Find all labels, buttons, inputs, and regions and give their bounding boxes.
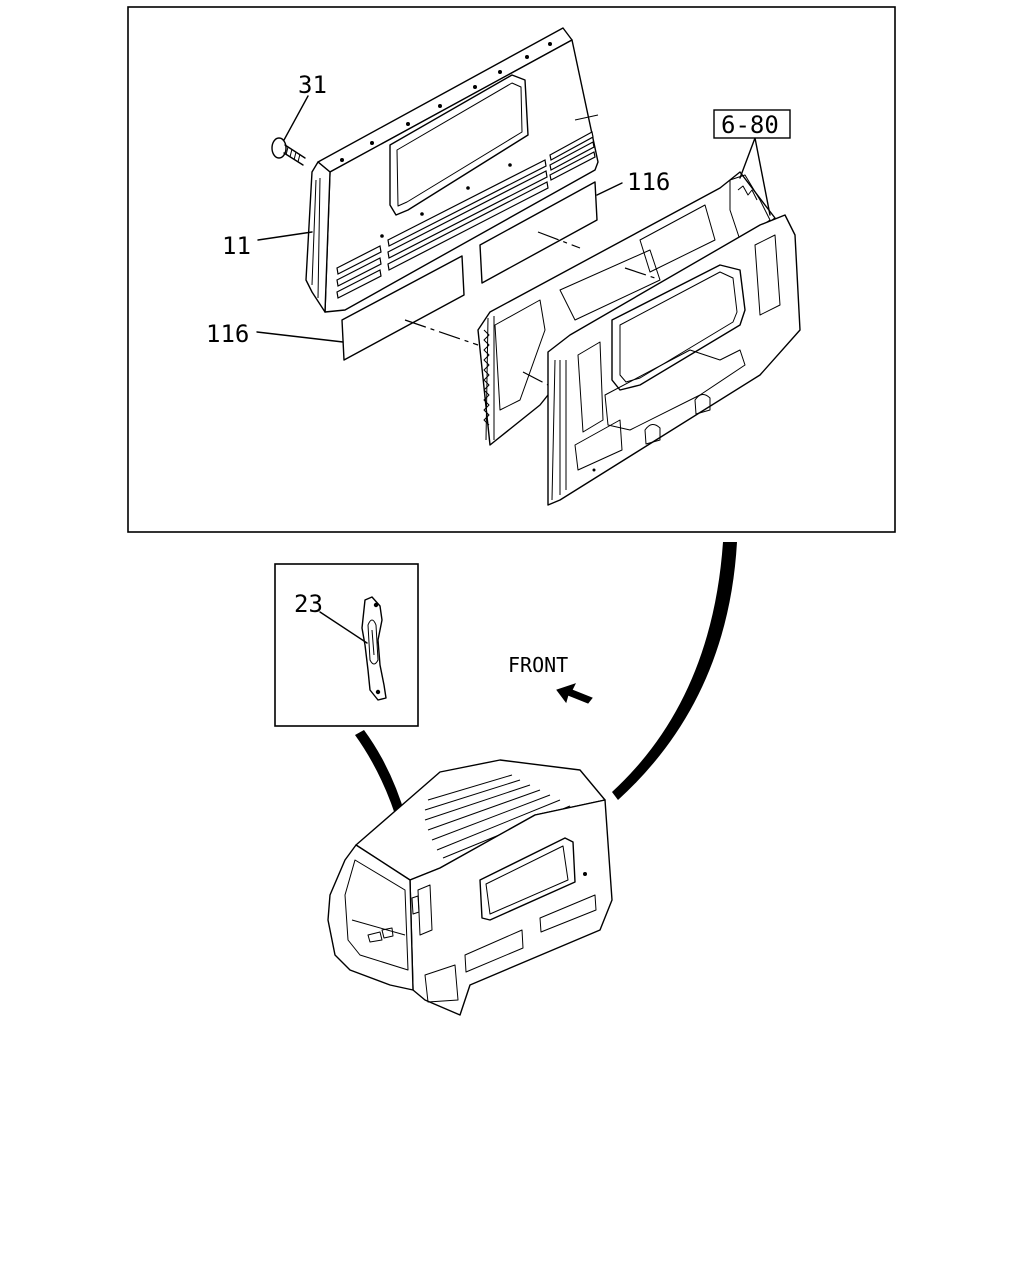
front-arrow-icon — [556, 683, 593, 704]
callout-pad-lower: 116 — [206, 320, 249, 348]
vents-upper — [549, 131, 596, 181]
leader-pad-upper — [596, 182, 623, 196]
leader-trim-panel — [257, 231, 313, 241]
callout-trim-panel: 11 — [222, 232, 251, 260]
leader-reference — [739, 137, 771, 216]
cab-overview — [327, 759, 613, 1016]
alignment-line-2 — [537, 231, 581, 249]
detail-frame-main — [127, 6, 896, 533]
leader-clip — [319, 611, 368, 644]
detail-frame-clip — [274, 563, 419, 727]
front-label: FRONT — [508, 653, 568, 677]
callout-bolt: 31 — [298, 71, 327, 99]
clip-part — [361, 596, 387, 701]
reference-box — [713, 109, 791, 139]
vents-lower — [336, 245, 382, 299]
alignment-line-3 — [624, 267, 656, 279]
alignment-line-4 — [522, 371, 549, 386]
alignment-line-1 — [404, 319, 479, 346]
callout-reference: 6-80 — [721, 111, 779, 139]
rear-panel-front — [547, 214, 801, 506]
callout-pad-upper: 116 — [627, 168, 670, 196]
bolt-part — [271, 137, 306, 166]
leader-bolt — [283, 95, 309, 141]
pad-lower — [341, 255, 465, 361]
callout-clip: 23 — [294, 590, 323, 618]
vents-long — [387, 159, 549, 271]
rivet-holes — [340, 42, 552, 162]
pointer-curve-main — [612, 542, 737, 800]
leader-pad-lower — [256, 331, 344, 343]
trim-panel — [305, 27, 599, 313]
